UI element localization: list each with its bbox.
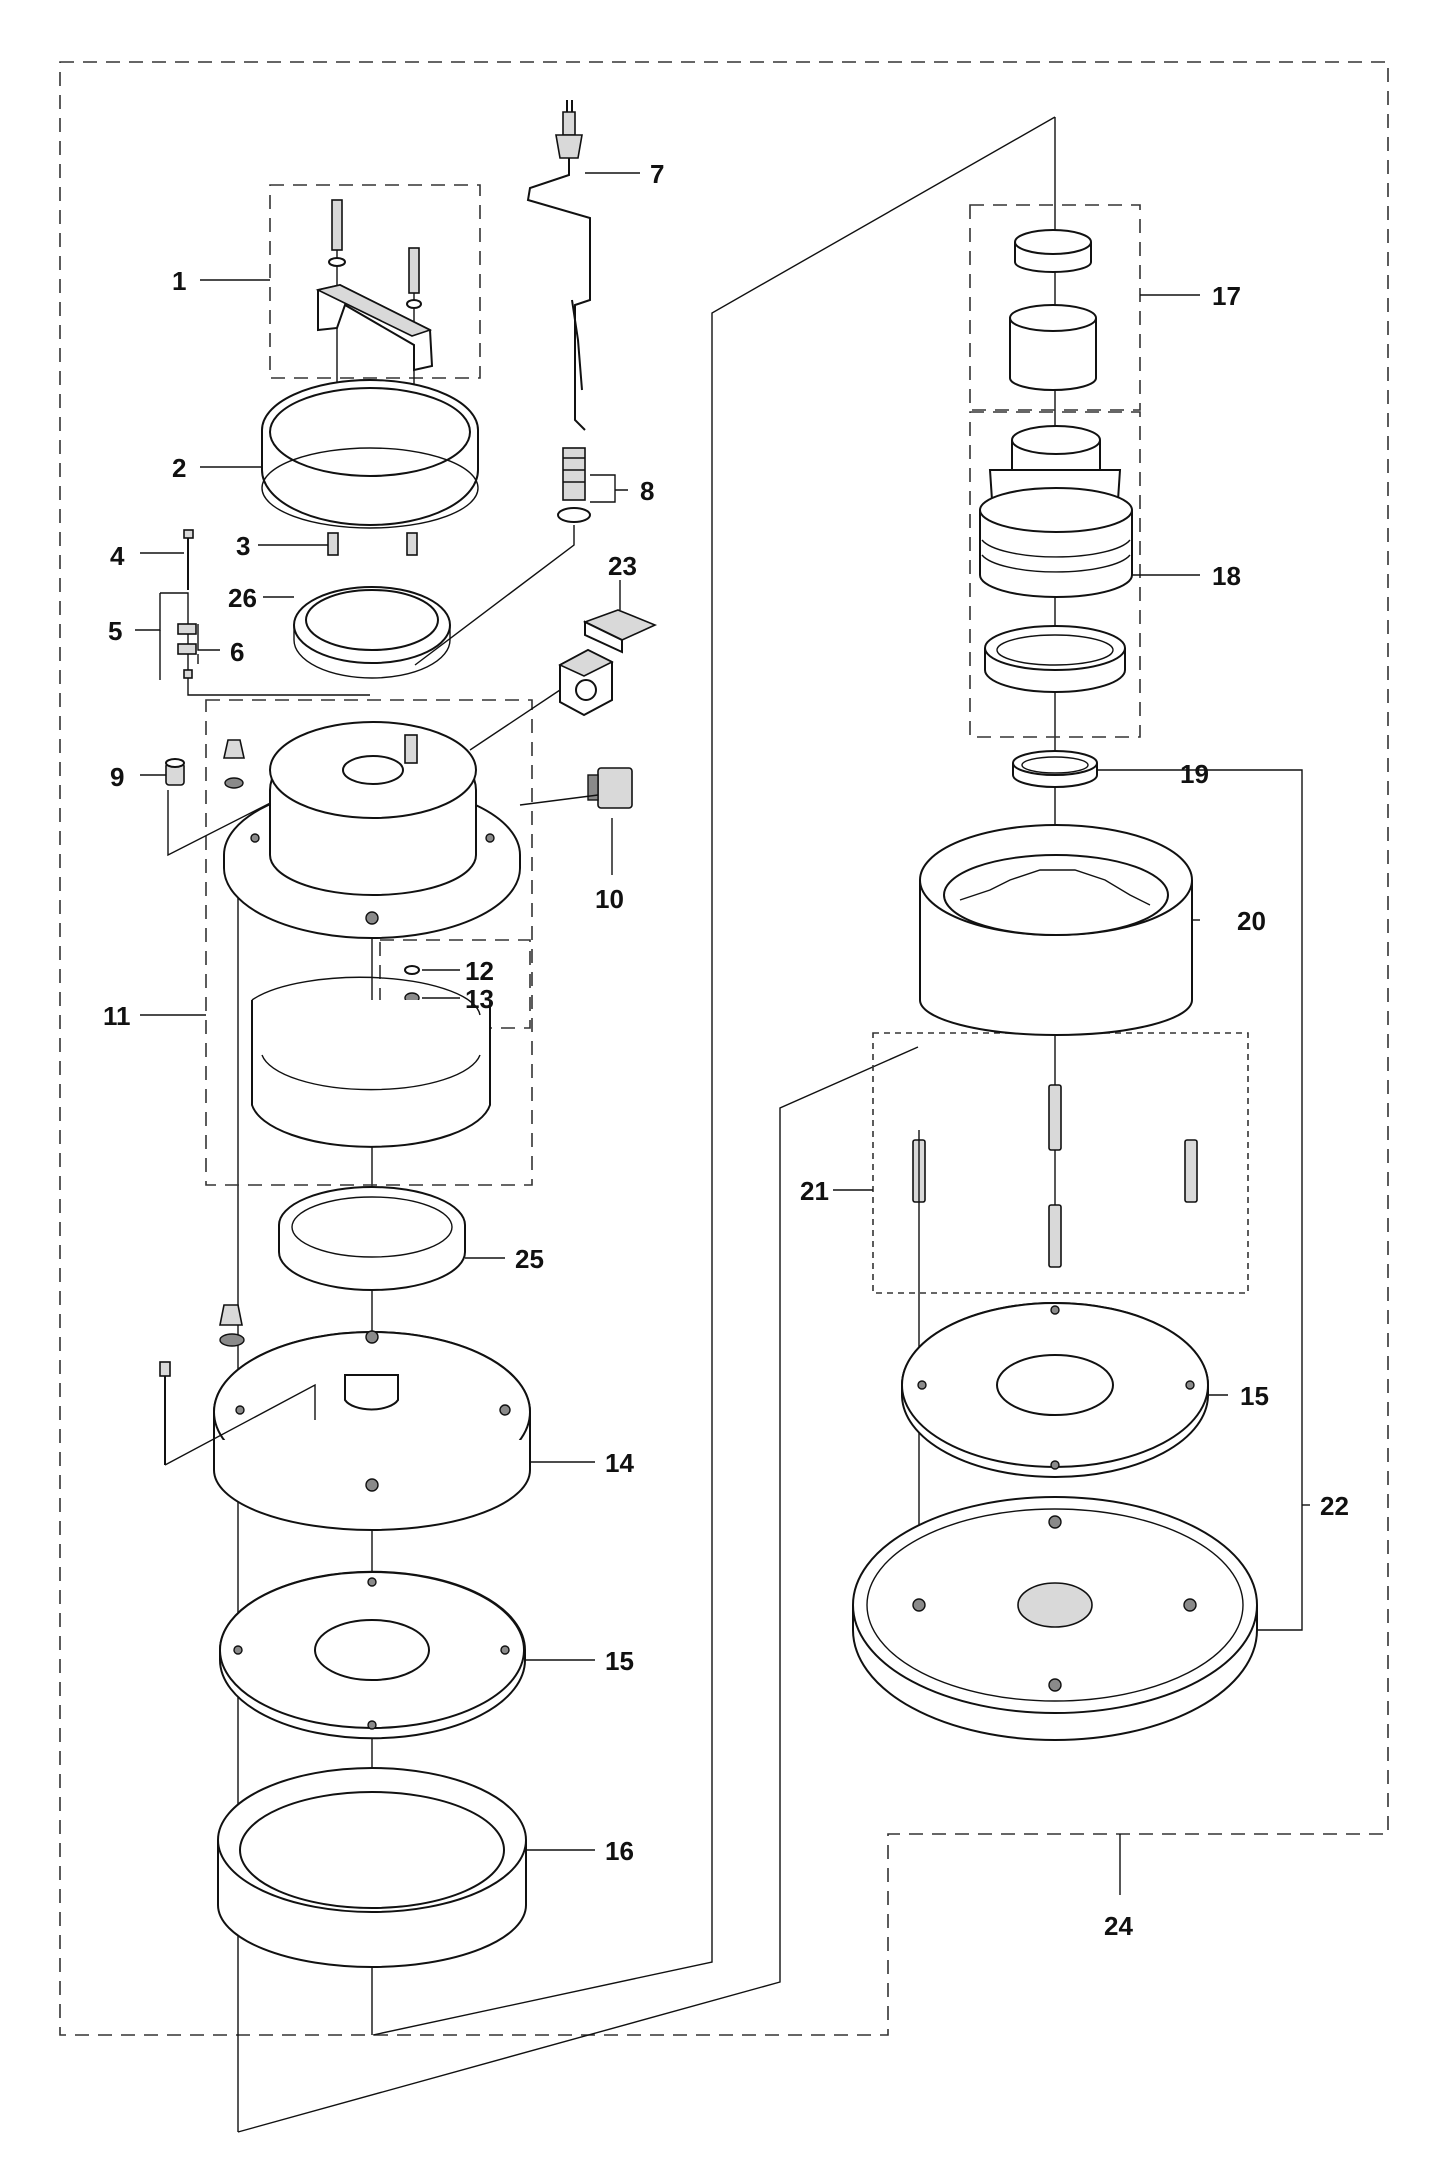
callout-13: 13 (465, 984, 494, 1014)
leader-lines (135, 172, 1310, 1895)
assembly-boundary-24 (59, 61, 1389, 2036)
callout-20: 20 (1237, 906, 1266, 936)
group-box-11 (205, 699, 533, 1186)
callout-23: 23 (608, 551, 637, 581)
motor-part-18 (979, 425, 1133, 693)
gasket-part-26 (293, 586, 451, 679)
callout-6: 6 (230, 637, 244, 667)
callout-17: 17 (1212, 281, 1241, 311)
group-box-1 (269, 184, 481, 379)
motor-housing-part-11 (223, 721, 521, 939)
screw-part-4 (183, 529, 194, 590)
callout-16: 16 (605, 1836, 634, 1866)
motor-shroud (251, 976, 491, 1148)
group-box-17 (969, 204, 1141, 411)
base-tray-part-22 (852, 1496, 1258, 1741)
connector-plate-to-base (237, 1046, 919, 2133)
callout-19: 19 (1180, 759, 1209, 789)
callout-25: 25 (515, 1244, 544, 1274)
callout-10: 10 (595, 884, 624, 914)
switch-part-10 (519, 767, 633, 809)
callout-2: 2 (172, 453, 186, 483)
callout-9: 9 (110, 762, 124, 792)
callout-14: 14 (605, 1448, 634, 1478)
filter-disc-part-15-right (901, 1302, 1209, 1478)
callout-15-right: 15 (1240, 1381, 1269, 1411)
callout-26: 26 (228, 583, 257, 613)
handle-part-1 (315, 199, 434, 460)
callout-5: 5 (108, 616, 122, 646)
top-cover-part-2 (261, 379, 479, 529)
callouts: 1 2 3 4 5 6 7 8 9 10 11 12 13 14 15 15 1… (103, 159, 1349, 1941)
washers-parts-12-13 (404, 965, 420, 1004)
power-cord-part-7 (526, 100, 591, 431)
nut-small (223, 739, 245, 789)
callout-7: 7 (650, 159, 664, 189)
filter-disc-part-15-left (219, 1570, 526, 1740)
callout-11: 11 (103, 1001, 131, 1031)
connector-motor-to-base (372, 116, 1056, 2036)
callout-3: 3 (236, 531, 250, 561)
pcb-part-23 (469, 609, 658, 751)
strain-relief-part-8 (414, 447, 591, 666)
studs-part-3 (327, 532, 418, 556)
callout-12: 12 (465, 956, 494, 986)
callout-18: 18 (1212, 561, 1241, 591)
bumper-part-16 (217, 1767, 527, 1968)
callout-24: 24 (1104, 1911, 1133, 1941)
callout-8: 8 (640, 476, 654, 506)
ring-part-25 (278, 1186, 466, 1291)
callout-4: 4 (110, 541, 125, 571)
callout-22: 22 (1320, 1491, 1349, 1521)
ring-part-19 (1012, 750, 1098, 788)
callout-15-left: 15 (605, 1646, 634, 1676)
callout-1: 1 (172, 266, 186, 296)
shroud-part-20 (919, 824, 1193, 1036)
callout-21: 21 (800, 1176, 829, 1206)
clip-parts-5-6 (160, 592, 370, 696)
sleeves-part-17 (1009, 229, 1097, 391)
base-part-14 (159, 1304, 531, 1531)
